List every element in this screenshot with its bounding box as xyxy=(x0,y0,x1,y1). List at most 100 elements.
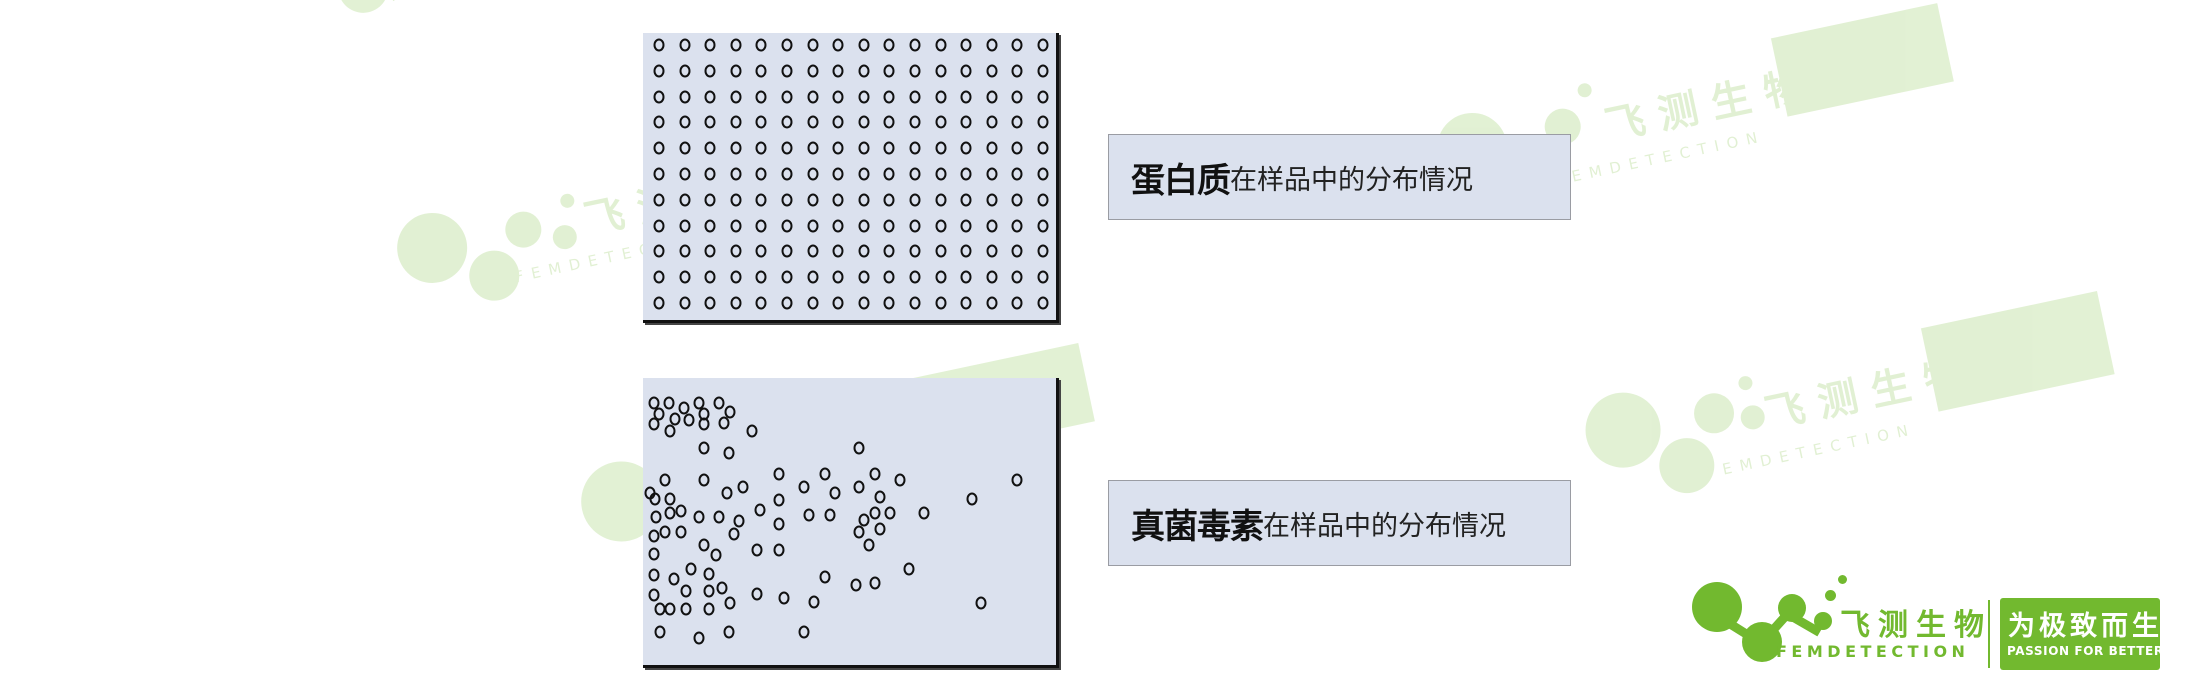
protein-label-box: 蛋白质在样品中的分布情况 xyxy=(1108,134,1571,220)
protein-molecule-dot xyxy=(781,64,793,78)
logo-name-cn: 飞测生物 xyxy=(1840,608,1992,643)
protein-molecule-dot xyxy=(832,64,844,78)
mycotoxin-molecule-dot xyxy=(648,529,660,543)
mycotoxin-molecule-dot xyxy=(746,424,758,438)
protein-molecule-dot xyxy=(858,38,870,52)
protein-molecule-dot xyxy=(730,38,742,52)
mycotoxin-molecule-dot xyxy=(685,562,697,576)
protein-molecule-dot xyxy=(832,296,844,310)
protein-molecule-dot xyxy=(807,141,819,155)
protein-molecule-dot xyxy=(807,244,819,258)
mycotoxin-molecule-dot xyxy=(751,543,763,557)
mycotoxin-molecule-dot xyxy=(716,581,728,595)
mycotoxin-molecule-dot xyxy=(869,576,881,590)
watermark-name-cn: 飞测生物 xyxy=(1601,60,1822,151)
protein-molecule-dot xyxy=(986,115,998,129)
mycotoxin-molecule-dot xyxy=(698,538,710,552)
protein-molecule-dot xyxy=(832,115,844,129)
protein-molecule-dot xyxy=(679,90,691,104)
protein-molecule-dot xyxy=(858,244,870,258)
mycotoxin-molecule-dot xyxy=(659,473,671,487)
protein-molecule-dot xyxy=(960,270,972,284)
mycotoxin-molecule-dot xyxy=(874,522,886,536)
mycotoxin-molecule-dot xyxy=(773,517,785,530)
protein-molecule-dot xyxy=(807,115,819,129)
mycotoxin-molecule-dot xyxy=(650,510,662,524)
protein-molecule-dot xyxy=(960,296,972,310)
protein-molecule-dot xyxy=(653,270,665,284)
watermark-slogan-box xyxy=(1920,291,2115,412)
protein-molecule-dot xyxy=(1011,90,1023,104)
mycotoxin-molecule-dot xyxy=(680,602,692,616)
protein-molecule-dot xyxy=(730,141,742,155)
protein-molecule-dot xyxy=(1011,38,1023,52)
protein-molecule-dot xyxy=(960,167,972,181)
protein-molecule-dot xyxy=(781,244,793,258)
protein-molecule-dot xyxy=(935,115,947,129)
logo-name-en: FEMDETECTION xyxy=(1776,642,1970,661)
mycotoxin-molecule-dot xyxy=(703,567,715,581)
protein-molecule-dot xyxy=(807,90,819,104)
protein-molecule-dot xyxy=(935,296,947,310)
mycotoxin-molecule-dot xyxy=(884,506,896,520)
brand-logo: 飞测生物 FEMDETECTION 为极致而生 PASSION FOR BETT… xyxy=(1680,570,2180,680)
protein-molecule-dot xyxy=(1037,90,1049,104)
protein-molecule-dot xyxy=(730,64,742,78)
mycotoxin-molecule-dot xyxy=(863,538,875,552)
mycotoxin-label-bold: 真菌毒素 xyxy=(1131,506,1264,547)
mycotoxin-molecule-dot xyxy=(668,572,680,586)
protein-molecule-dot xyxy=(909,270,921,284)
mycotoxin-molecule-dot xyxy=(803,508,815,522)
protein-molecule-dot xyxy=(1011,270,1023,284)
protein-molecule-dot xyxy=(935,38,947,52)
protein-molecule-dot xyxy=(1037,219,1049,233)
protein-molecule-dot xyxy=(1011,167,1023,181)
protein-molecule-dot xyxy=(960,244,972,258)
protein-molecule-dot xyxy=(730,167,742,181)
protein-molecule-dot xyxy=(858,115,870,129)
protein-molecule-dot xyxy=(858,296,870,310)
protein-molecule-dot xyxy=(755,90,767,104)
protein-molecule-dot xyxy=(832,167,844,181)
mycotoxin-molecule-dot xyxy=(703,584,715,598)
protein-molecule-dot xyxy=(858,90,870,104)
protein-molecule-dot xyxy=(781,167,793,181)
mycotoxin-molecule-dot xyxy=(713,510,725,524)
protein-molecule-dot xyxy=(858,167,870,181)
protein-molecule-dot xyxy=(807,38,819,52)
protein-molecule-dot xyxy=(909,38,921,52)
protein-molecule-dot xyxy=(755,64,767,78)
mycotoxin-molecule-dot xyxy=(874,490,886,504)
protein-molecule-dot xyxy=(909,141,921,155)
protein-molecule-dot xyxy=(986,244,998,258)
mycotoxin-molecule-dot xyxy=(653,407,665,421)
protein-molecule-dot xyxy=(807,270,819,284)
protein-molecule-dot xyxy=(935,64,947,78)
protein-molecule-dot xyxy=(1037,115,1049,129)
mycotoxin-molecule-dot xyxy=(751,587,763,601)
mycotoxin-molecule-dot xyxy=(903,562,915,576)
mycotoxin-molecule-dot xyxy=(713,396,725,409)
protein-molecule-dot xyxy=(730,193,742,207)
protein-molecule-dot xyxy=(807,296,819,310)
protein-label-rest: 在样品中的分布情况 xyxy=(1230,164,1473,196)
mycotoxin-molecule-dot xyxy=(773,493,785,507)
mycotoxin-molecule-dot xyxy=(648,417,660,431)
logo-molecule-icon xyxy=(1692,582,1742,632)
protein-molecule-dot xyxy=(909,193,921,207)
protein-molecule-dot xyxy=(679,270,691,284)
protein-molecule-dot xyxy=(781,296,793,310)
logo-slogan-en: PASSION FOR BETTER xyxy=(2007,644,2164,658)
mycotoxin-molecule-dot xyxy=(648,568,660,582)
protein-molecule-dot xyxy=(730,219,742,233)
mycotoxin-molecule-dot xyxy=(733,514,745,528)
protein-molecule-dot xyxy=(704,219,716,233)
mycotoxin-molecule-dot xyxy=(664,424,676,438)
mycotoxin-molecule-dot xyxy=(648,588,660,602)
protein-molecule-dot xyxy=(935,270,947,284)
protein-molecule-dot xyxy=(755,38,767,52)
protein-label-bold: 蛋白质 xyxy=(1131,160,1231,201)
protein-molecule-dot xyxy=(1011,141,1023,155)
mycotoxin-molecule-dot xyxy=(853,525,865,539)
protein-molecule-dot xyxy=(781,141,793,155)
